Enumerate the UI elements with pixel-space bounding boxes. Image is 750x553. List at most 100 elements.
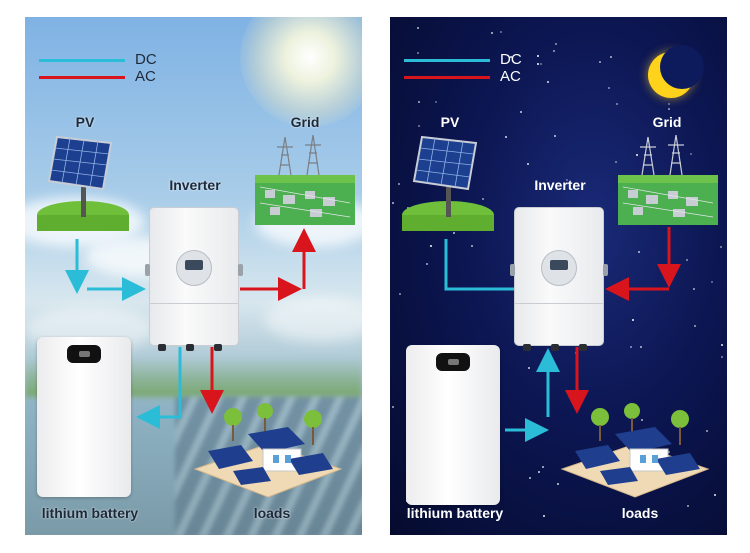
inverter-label: Inverter <box>169 177 221 193</box>
lithium-battery <box>37 337 131 497</box>
star <box>418 101 420 103</box>
star <box>491 32 493 34</box>
inverter-connector <box>551 344 559 351</box>
inverter-seam <box>150 303 238 304</box>
star <box>706 430 708 432</box>
star <box>537 63 539 65</box>
battery-label: lithium battery <box>406 505 504 521</box>
inverter-handle <box>603 264 608 276</box>
star <box>616 103 618 105</box>
star <box>632 319 634 321</box>
star <box>721 356 723 358</box>
ac-line-swatch <box>404 76 490 79</box>
star <box>398 183 400 185</box>
house-icon <box>560 403 710 498</box>
star <box>471 245 473 247</box>
star <box>638 251 640 253</box>
star <box>542 466 544 468</box>
star <box>615 161 617 163</box>
loads-label: loads <box>253 505 291 521</box>
moon-shadow <box>660 45 704 89</box>
battery-indicator <box>436 353 470 371</box>
star <box>538 471 540 473</box>
star <box>668 108 670 110</box>
inverter-label: Inverter <box>534 177 586 193</box>
inverter-connector <box>214 344 222 351</box>
inverter <box>510 207 608 351</box>
inverter-seam <box>515 303 603 304</box>
star <box>711 281 713 283</box>
star <box>543 515 545 517</box>
legend-ac-label: AC <box>500 68 521 85</box>
star <box>399 293 401 295</box>
inverter-to-battery-arrow <box>136 347 182 429</box>
star <box>554 135 556 137</box>
grid-label: Grid <box>652 114 682 130</box>
star <box>599 61 601 63</box>
legend-ac-label: AC <box>135 68 156 85</box>
star <box>527 163 529 165</box>
solar-panel-icon <box>402 135 494 231</box>
pv-label: PV <box>440 114 460 130</box>
star <box>608 87 610 89</box>
star <box>668 451 670 453</box>
night-mode-panel: DC AC PV Grid Inverter lithium battery l… <box>390 17 727 535</box>
star <box>690 153 692 155</box>
legend-dc-label: DC <box>135 51 157 68</box>
star <box>636 154 638 156</box>
cloud <box>265 297 362 342</box>
power-grid-icon <box>618 135 718 225</box>
dc-line-swatch <box>404 59 490 62</box>
star <box>510 56 512 58</box>
star <box>392 406 394 408</box>
battery-label: lithium battery <box>41 505 139 521</box>
day-mode-panel: DC AC PV Grid Inverter lithium battery l… <box>25 17 362 535</box>
inverter-display <box>176 250 212 286</box>
pv-label: PV <box>75 114 95 130</box>
lithium-battery <box>406 345 500 505</box>
star <box>453 232 455 234</box>
power-grid-icon <box>255 135 355 225</box>
star <box>407 207 409 209</box>
inverter <box>145 207 243 351</box>
battery-indicator <box>67 345 101 363</box>
star <box>573 187 575 189</box>
star <box>721 344 723 346</box>
inverter-handle <box>145 264 150 276</box>
star <box>482 198 484 200</box>
star <box>693 288 695 290</box>
night-flow-arrows <box>444 227 681 442</box>
inverter-connector <box>158 344 166 351</box>
star <box>529 477 531 479</box>
pv-idle-line <box>444 239 514 291</box>
solar-panel-icon <box>37 135 129 231</box>
star <box>426 263 428 265</box>
star <box>417 27 419 29</box>
star <box>435 101 437 103</box>
legend-dc-label: DC <box>500 51 522 68</box>
star <box>610 56 612 58</box>
grid-label: Grid <box>290 114 320 130</box>
inverter-handle <box>510 264 515 276</box>
star <box>555 43 557 45</box>
star <box>566 179 568 181</box>
star <box>430 245 432 247</box>
star <box>553 50 555 52</box>
inverter-handle <box>238 264 243 276</box>
ac-line-swatch <box>39 76 125 79</box>
star <box>520 111 522 113</box>
house-icon <box>193 403 343 498</box>
star <box>417 52 419 54</box>
inverter-connector <box>186 344 194 351</box>
inverter-display <box>541 250 577 286</box>
star <box>418 125 420 127</box>
star <box>694 325 696 327</box>
star <box>505 136 507 138</box>
star <box>392 202 394 204</box>
star <box>640 346 642 348</box>
star <box>557 483 559 485</box>
dc-line-swatch <box>39 59 125 62</box>
star <box>686 259 688 261</box>
star <box>528 367 530 369</box>
star <box>547 81 549 83</box>
